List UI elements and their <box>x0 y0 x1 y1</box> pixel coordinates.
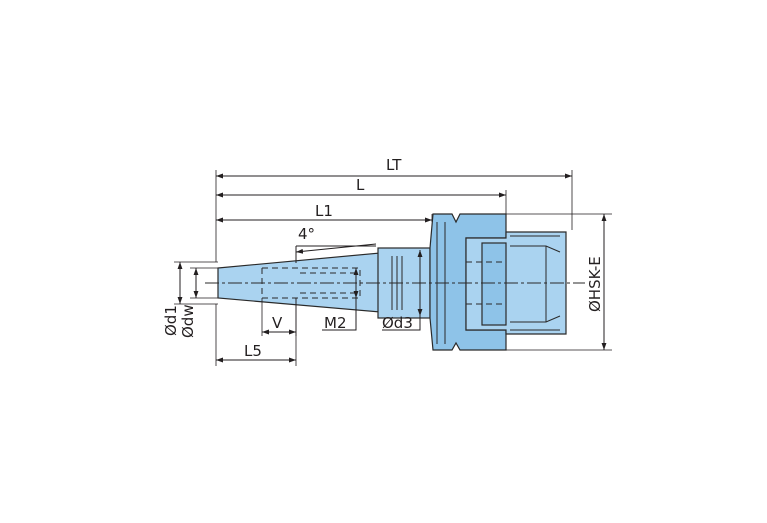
dim-d3-label: Ød3 <box>382 314 413 332</box>
dim-hsk-label: ØHSK-E <box>586 256 604 312</box>
dim-l1-label: L1 <box>315 202 333 220</box>
dim-l5-label: L5 <box>244 342 262 360</box>
dim-m2-label: M2 <box>324 314 347 332</box>
dim-lt-label: LT <box>386 156 402 174</box>
hsk-inner <box>481 242 507 326</box>
dim-v-label: V <box>272 314 283 332</box>
dim-l-label: L <box>356 176 365 194</box>
dimensions: LT L L1 4° Ød1 Ødw V M2 Ød3 L5 <box>162 156 612 366</box>
dim-dw-label: Ødw <box>179 304 197 338</box>
dim-angle-label: 4° <box>298 225 315 243</box>
dim-d1-label: Ød1 <box>162 305 180 336</box>
